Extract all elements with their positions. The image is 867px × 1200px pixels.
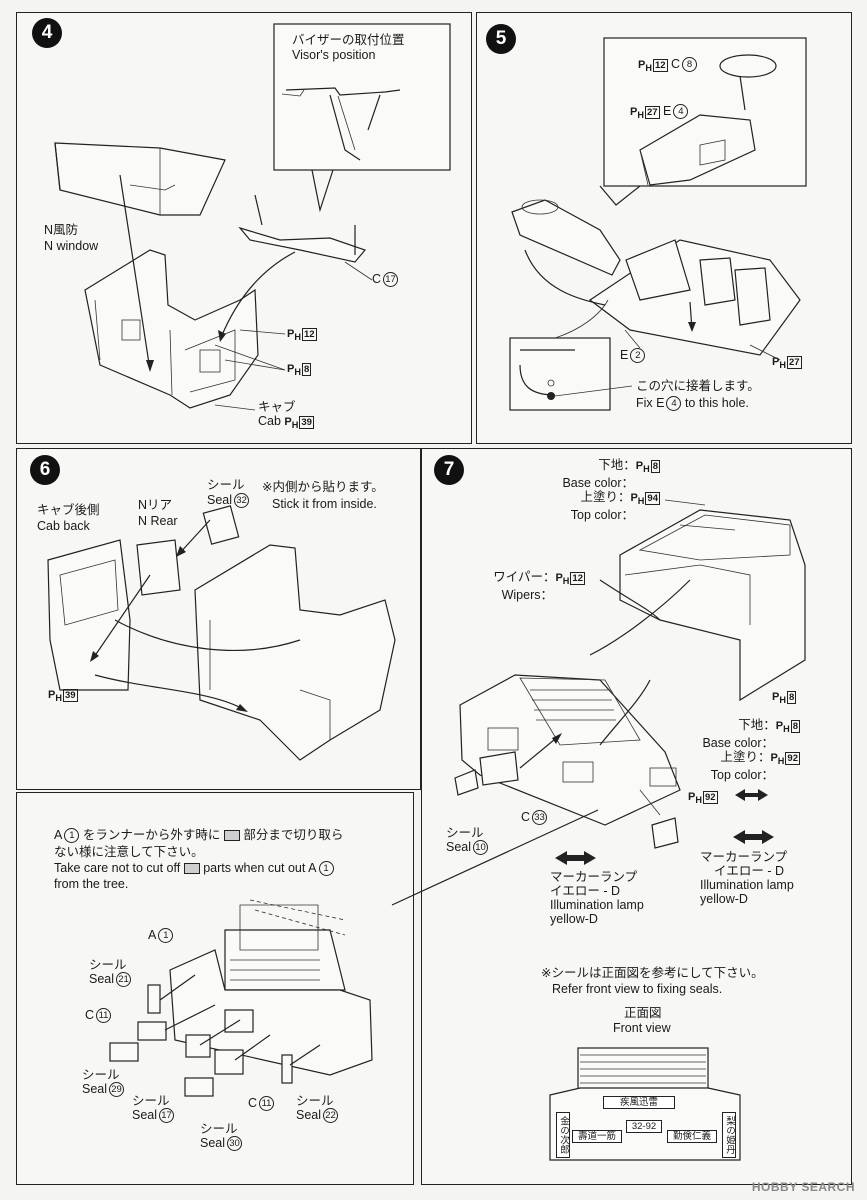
cab-back-jp: キャブ後側 [37, 503, 100, 517]
seal10-jp: シール [446, 826, 484, 840]
seal-note-jp: ※シールは正面図を参考にして下さい。 [541, 966, 764, 980]
part-number-circle: 17 [383, 272, 399, 288]
step-7-badge: 7 [434, 455, 464, 485]
front-view-jp: 正面図 [624, 1006, 662, 1020]
front-seal-center-left: 壽道一筋 [572, 1130, 622, 1143]
seal32-jp: シール [207, 478, 245, 492]
detail-note-en-line2: from the tree. [54, 877, 129, 891]
n-rear-jp: Nリア [138, 498, 173, 512]
detail-note-jp-line2: ない様に注意して下さい。 [54, 845, 204, 859]
front-seal-left-vertical: 金の次郎 [556, 1112, 570, 1158]
front-seal-plate: 32-92 [626, 1120, 662, 1133]
front-seal-right-vertical: 梨の姫丹 [722, 1112, 736, 1158]
marker-lamp-2: マーカーランプ イエロー - D Illumination lamp yello… [700, 850, 794, 906]
n-window-jp: N風防 [44, 223, 79, 237]
inside-note-jp: ※内側から貼ります。 [262, 480, 384, 494]
n-rear-en: N Rear [138, 514, 178, 528]
step-4-badge: 4 [32, 18, 62, 48]
front-seal-top: 疾風迅雷 [603, 1096, 675, 1109]
front-seal-center-right: 勤倹仁義 [667, 1130, 717, 1143]
visor-title-jp: バイザーの取付位置 [292, 33, 405, 47]
fix-hole-jp: この穴に接着します。 [636, 379, 760, 393]
detail-note-en-line1: Take care not to cut off parts when cut … [54, 861, 334, 877]
inside-note-en: Stick it from inside. [272, 497, 377, 511]
step-5-badge: 5 [486, 24, 516, 54]
n-window-en: N window [44, 239, 99, 253]
part-letter: C [372, 272, 382, 286]
marker-lamp-1: マーカーランプ イエロー - D Illumination lamp yello… [550, 870, 644, 926]
seal-note-en: Refer front view to fixing seals. [552, 982, 723, 996]
watermark: HOBBY SEARCH [751, 1180, 855, 1194]
cab-back-en: Cab back [37, 519, 90, 533]
front-view-en: Front view [613, 1021, 671, 1035]
cab-label-jp: キャブ [258, 400, 296, 414]
step-6-badge: 6 [30, 455, 60, 485]
visor-title-en: Visor's position [292, 48, 376, 62]
